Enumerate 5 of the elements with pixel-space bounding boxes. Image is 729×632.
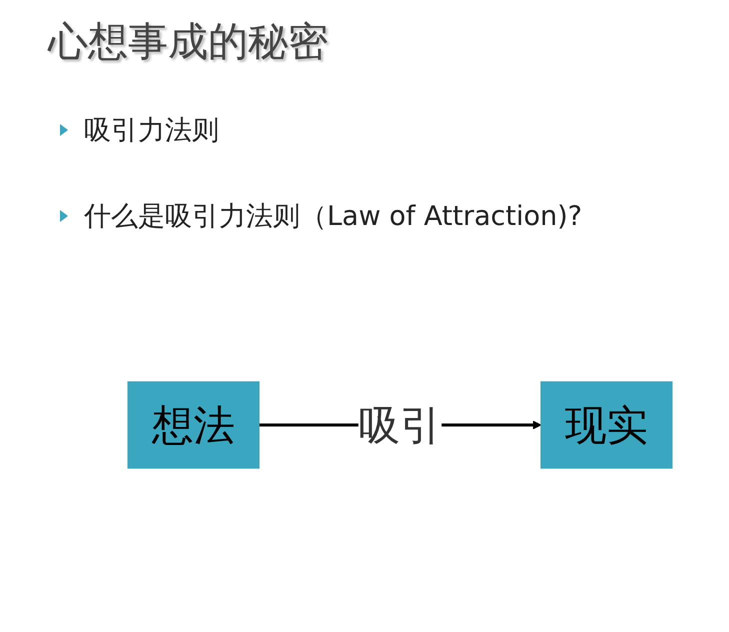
bullet-text: 吸引力法则: [84, 114, 219, 148]
edge-label: 吸引: [358, 400, 442, 450]
slide-title: 心想事成的秘密: [48, 18, 328, 67]
node-box: 现实: [540, 381, 673, 469]
bullet-text: 什么是吸引力法则（Law of Attraction)?: [84, 200, 582, 234]
